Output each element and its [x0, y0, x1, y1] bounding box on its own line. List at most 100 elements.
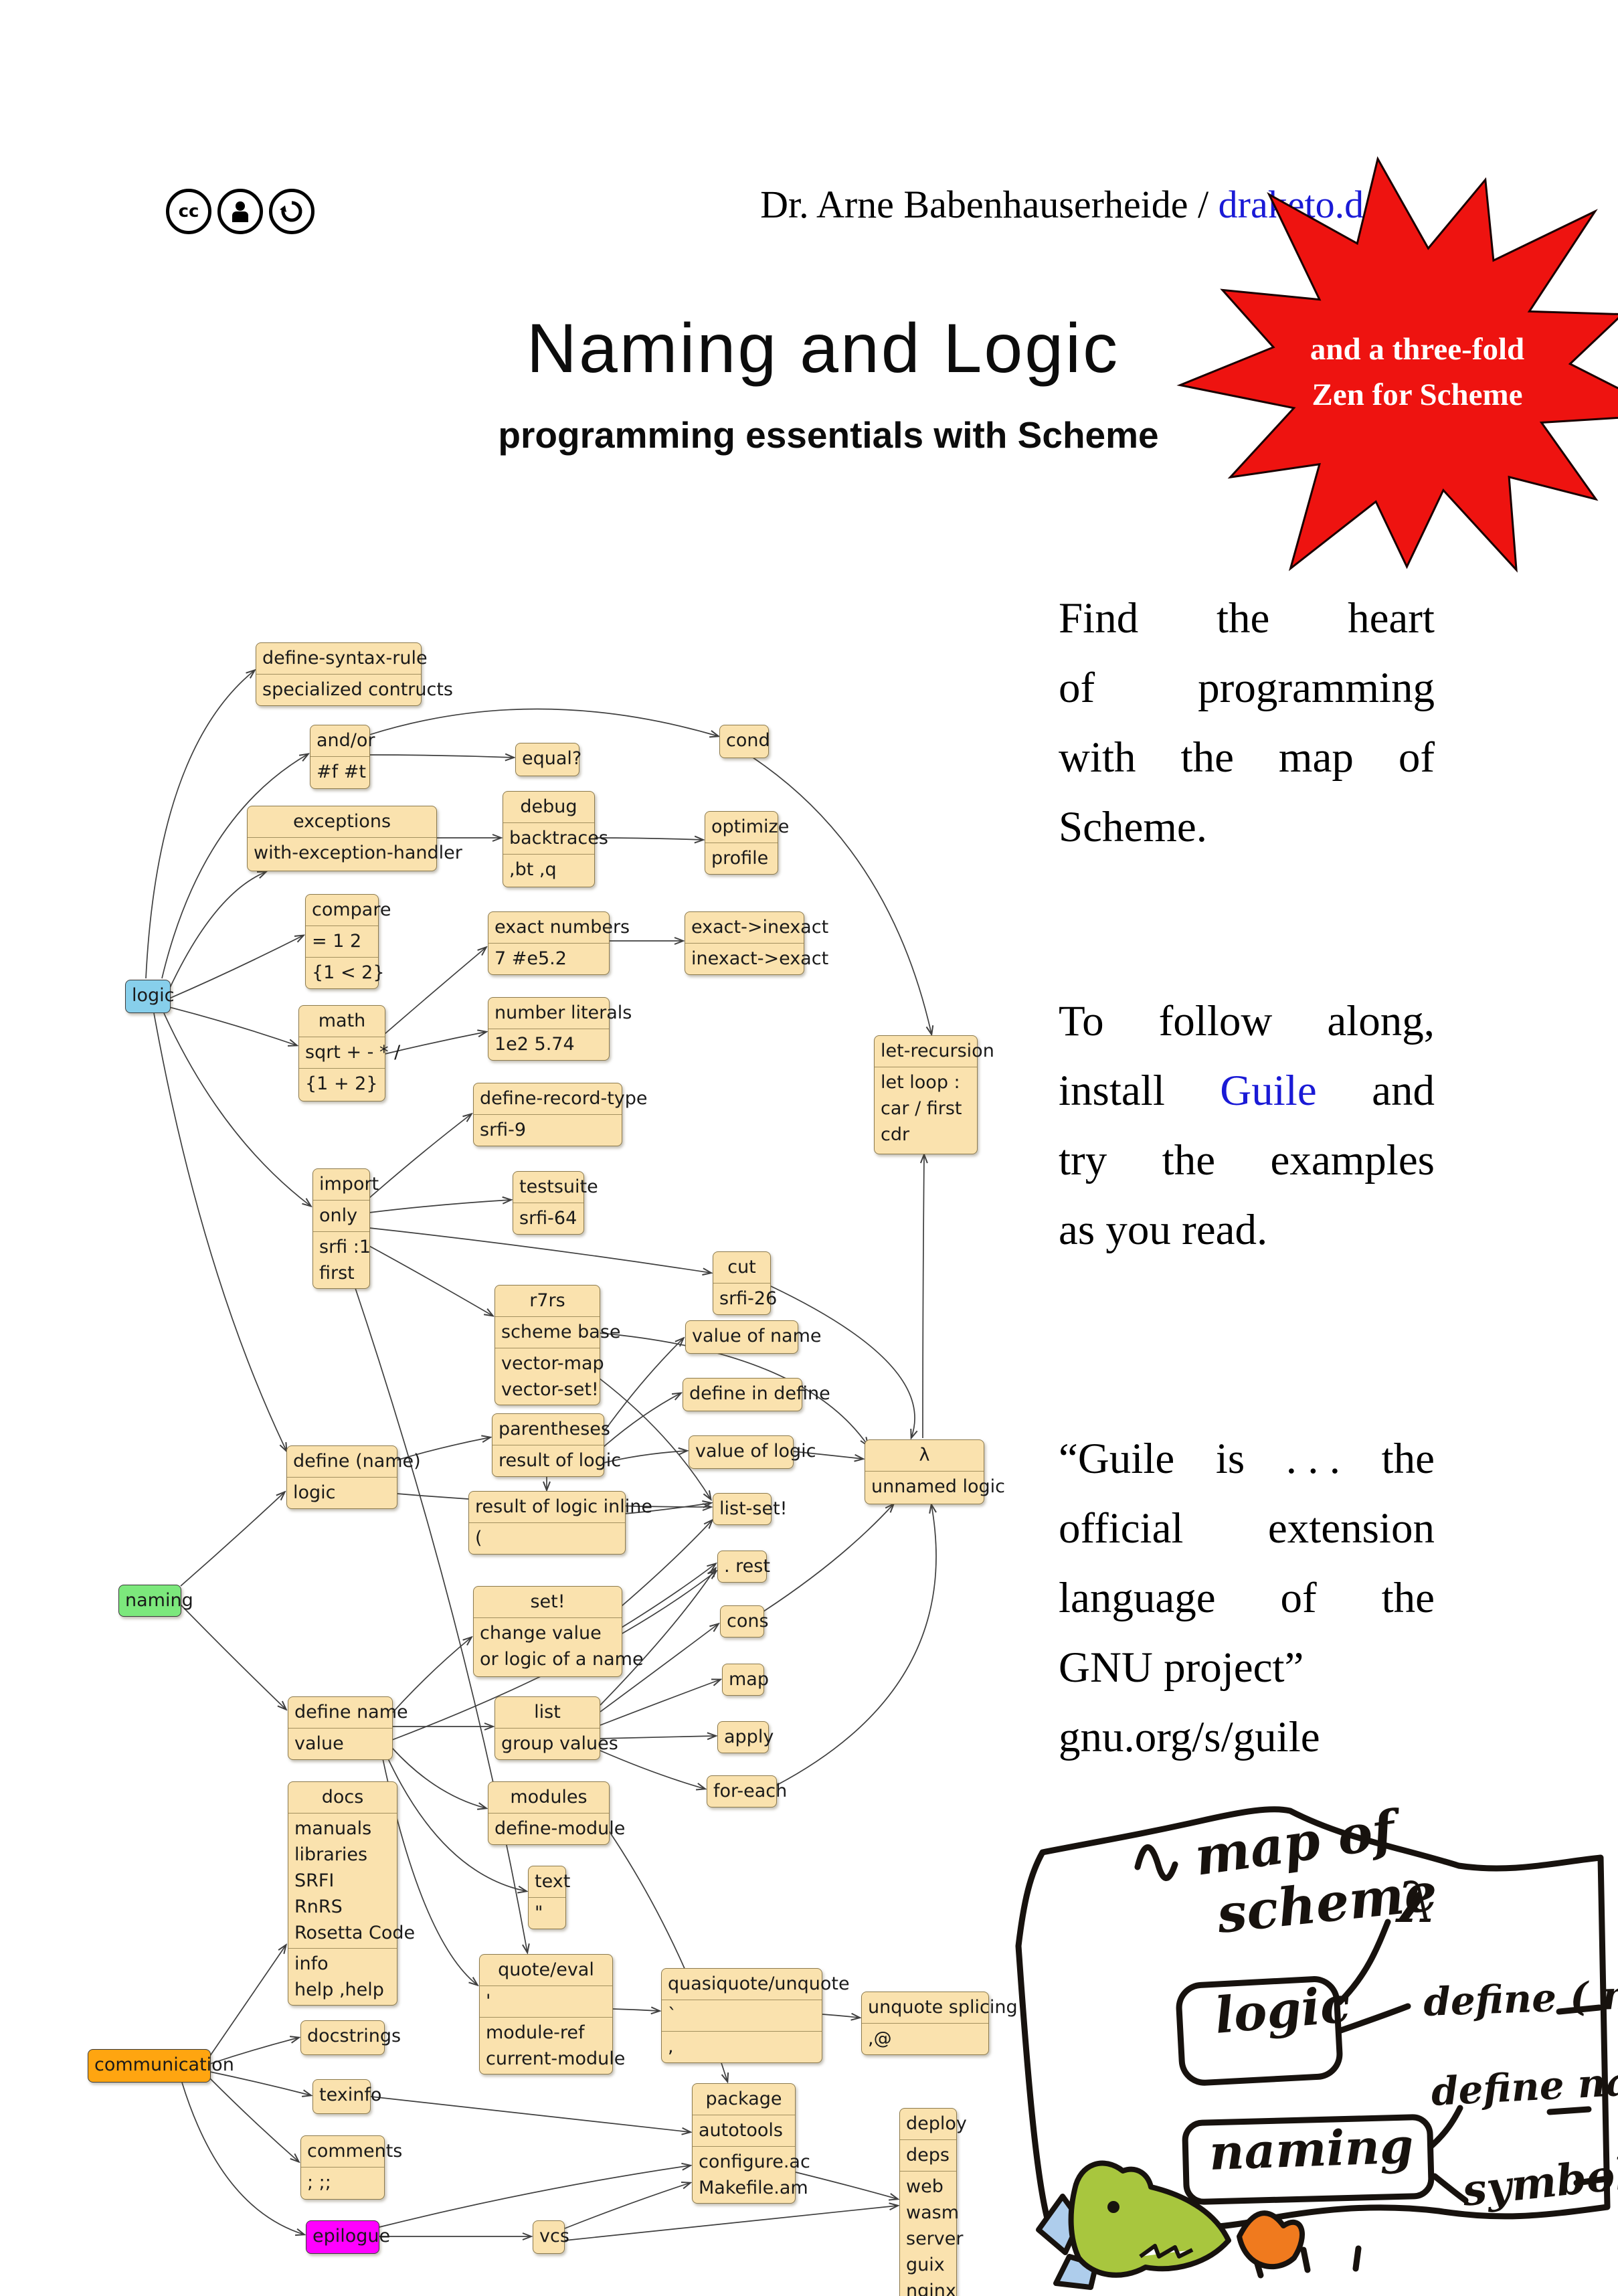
node-row: docstrings: [307, 2026, 401, 2046]
node-row: r7rs: [529, 1290, 565, 1311]
node-row: 7 #e5.2: [488, 943, 609, 974]
sketch-label-map-of: map of: [1191, 1798, 1406, 1888]
node-row: list: [534, 1702, 561, 1723]
node-row: define-module: [488, 1813, 625, 1844]
node-row: ': [480, 1985, 612, 2017]
link-guile[interactable]: Guile: [1220, 1067, 1317, 1115]
node-define-in-define: define in define: [683, 1378, 830, 1411]
node-row: quasiquote/unquote: [668, 1973, 850, 1994]
prose-text: extension: [1267, 1504, 1435, 1553]
node-row: cut: [727, 1257, 756, 1277]
node-row: deps: [900, 2139, 956, 2171]
node-row: texinfo: [319, 2085, 382, 2105]
sketch-logic-box: [1176, 1976, 1343, 2086]
prose-text: the: [1216, 594, 1270, 642]
sketch-label-define-name: define name: [1430, 2055, 1618, 2115]
prose-text: try: [1059, 1136, 1107, 1184]
node-row: only: [313, 1200, 369, 1231]
node-cond: cond: [719, 725, 770, 758]
edge-23: [770, 1286, 915, 1437]
node-map: map: [722, 1664, 769, 1696]
node-for-each: for-each: [707, 1775, 787, 1807]
prose-text: programming: [1198, 664, 1435, 712]
byline-link[interactable]: draketo.de: [1218, 183, 1381, 226]
prose-text: the: [1381, 1435, 1435, 1483]
edge-52: [209, 2078, 298, 2161]
node-row: unquote splicing: [868, 1997, 1018, 2018]
sketch-label-scheme: scheme: [1213, 1862, 1440, 1945]
byline: Dr. Arne Babenhauserheide / draketo.de: [760, 183, 1381, 226]
page-subtitle: programming essentials with Scheme: [498, 414, 1159, 456]
prose-text: heart: [1348, 594, 1435, 642]
node-row: change value or logic of a name: [474, 1617, 644, 1674]
sketch-line-logic-define: [1338, 2003, 1411, 2034]
prose-text: install: [1059, 1067, 1165, 1115]
starburst-badge-text: and a three-fold Zen for Scheme: [1310, 332, 1525, 412]
edge-53: [181, 2082, 304, 2234]
node-comments: comments ; ;;: [300, 2135, 403, 2200]
node-row: cond: [726, 730, 770, 751]
sketch-dash-1: [1556, 2004, 1603, 2015]
dragon-blue-patch: [1036, 2194, 1083, 2255]
node-quasiquote-unquote: quasiquote/unquote `,: [661, 1968, 850, 2063]
node-row: ,: [662, 2031, 822, 2062]
node-row: value: [288, 1728, 392, 1759]
node-row: text: [535, 1871, 571, 1892]
edge-15: [752, 757, 931, 1034]
edge-9: [369, 755, 513, 758]
edge-54: [370, 2096, 690, 2132]
node-row: web wasm server guix nginx: [900, 2171, 963, 2296]
node-row: info help ,help: [288, 1948, 397, 2005]
node-text: text": [528, 1866, 571, 1929]
dragon-eye: [1107, 2201, 1119, 2213]
node-row: srfi-26: [713, 1283, 777, 1314]
sketch-line-naming-definename: [1429, 2105, 1463, 2149]
edge-51: [209, 2071, 310, 2095]
prose-text: the: [1162, 1136, 1216, 1184]
node-equal: equal?: [515, 743, 581, 776]
edge-49: [209, 1945, 286, 2056]
node-row: result of logic: [492, 1445, 621, 1476]
prose-text: language: [1059, 1574, 1216, 1622]
node-row: backtraces: [503, 822, 608, 854]
sketch-line-logic-lambda: [1336, 1919, 1391, 2006]
prose-text: GNU project”: [1059, 1644, 1304, 1692]
edge-5: [163, 1012, 310, 1206]
node-row: define name: [294, 1702, 408, 1723]
edge-8: [180, 1604, 286, 1709]
node-row: module-ref current-module: [480, 2017, 625, 2074]
person-glyph: [232, 201, 248, 222]
edge-45: [763, 1504, 893, 1612]
edge-56: [379, 2166, 690, 2228]
prose-text: with: [1059, 733, 1136, 782]
node-row: configure.ac Makefile.am: [693, 2146, 810, 2203]
node-define-name-paren: define (name)logic: [286, 1445, 421, 1509]
node-row: package: [705, 2089, 782, 2109]
node-row: map: [729, 1669, 769, 1690]
node-row: with-exception-handler: [248, 837, 462, 869]
prose-text: the: [1381, 1574, 1435, 1622]
node-row: unnamed logic: [865, 1471, 1005, 1502]
node-row: define in define: [689, 1383, 830, 1404]
node-row: ; ;;: [301, 2167, 384, 2198]
node-row: autotools: [693, 2115, 795, 2146]
node-vcs: vcs: [533, 2220, 569, 2254]
prose-text: Find: [1059, 594, 1139, 642]
node-value-of-name: value of name: [685, 1320, 822, 1354]
node-row: λ: [919, 1445, 930, 1466]
node-row: and/or: [317, 730, 375, 751]
node-row: comments: [307, 2141, 403, 2161]
sketch-dash-2: [1546, 2106, 1592, 2115]
node-row: `: [662, 2000, 822, 2031]
